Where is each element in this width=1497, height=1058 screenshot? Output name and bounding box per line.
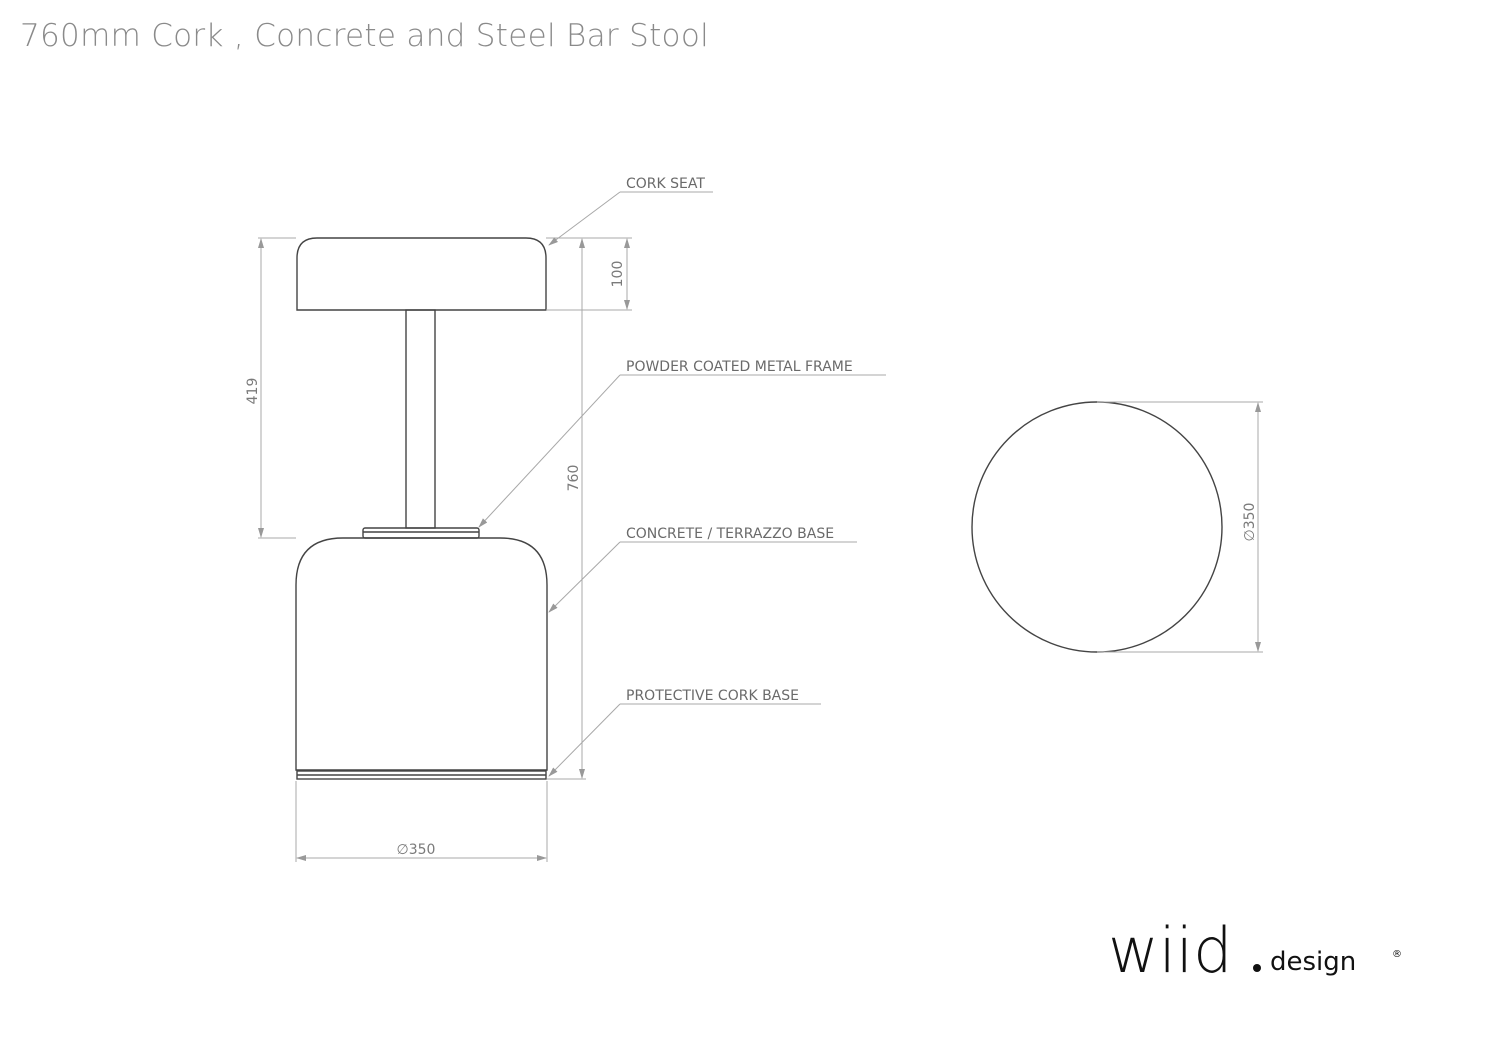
svg-text:PROTECTIVE CORK BASE: PROTECTIVE CORK BASE — [626, 688, 799, 704]
callout-metal-frame: POWDER COATED METAL FRAME — [478, 359, 886, 528]
top-view: ∅350 — [971, 401, 1263, 653]
dimension-760: 760 — [546, 237, 632, 780]
callout-concrete-base: CONCRETE / TERRAZZO BASE — [548, 526, 857, 613]
callout-cork-base: PROTECTIVE CORK BASE — [548, 688, 821, 777]
dimension-100: 100 — [546, 238, 632, 311]
top-view-circle — [971, 401, 1223, 653]
svg-text:∅350: ∅350 — [1242, 503, 1258, 542]
drawing-title: 760mm Cork , Concrete and Steel Bar Stoo… — [20, 18, 710, 54]
svg-text:POWDER COATED METAL FRAME: POWDER COATED METAL FRAME — [626, 359, 853, 375]
svg-text:®: ® — [1392, 949, 1402, 960]
dimension-419: 419 — [245, 237, 296, 539]
metal-stem — [405, 309, 436, 529]
wiid-design-logo: wiid design ® — [1108, 914, 1402, 987]
svg-text:100: 100 — [610, 261, 626, 288]
svg-text:CORK SEAT: CORK SEAT — [626, 176, 705, 192]
cork-seat-shape — [296, 237, 547, 311]
svg-text:CONCRETE / TERRAZZO BASE: CONCRETE / TERRAZZO BASE — [626, 526, 834, 542]
callout-cork-seat: CORK SEAT — [548, 176, 713, 246]
frame-plate — [362, 527, 480, 539]
side-elevation — [295, 237, 548, 780]
concrete-base-shape — [295, 537, 548, 771]
svg-text:∅350: ∅350 — [397, 842, 436, 858]
svg-text:wiid: wiid — [1108, 914, 1233, 987]
dimension-base-diameter: ∅350 — [295, 781, 548, 862]
svg-text:design: design — [1270, 947, 1356, 977]
svg-text:419: 419 — [245, 378, 261, 405]
svg-text:760: 760 — [566, 465, 582, 492]
